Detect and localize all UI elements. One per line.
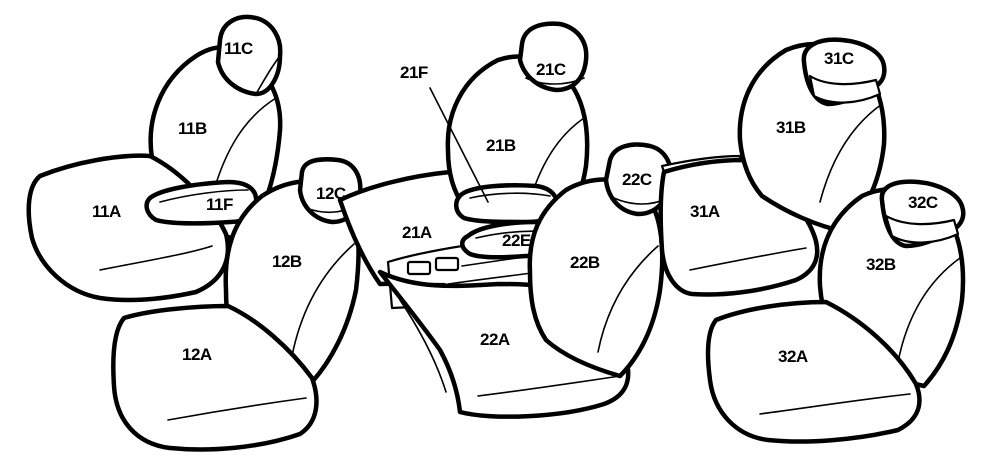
seat-22-backrest (527, 177, 665, 379)
cupholder-2 (434, 256, 460, 272)
label-32b: 32B (866, 255, 896, 274)
label-21a: 21A (402, 223, 432, 242)
seat-31 (658, 37, 887, 297)
label-31c: 31C (824, 49, 854, 68)
label-22e: 22E (502, 231, 531, 250)
seat-12 (111, 157, 363, 452)
label-12a: 12A (182, 345, 212, 364)
label-22b: 22B (570, 253, 600, 272)
cupholder-1 (406, 260, 432, 276)
label-21f: 21F (400, 63, 428, 82)
label-11c: 11C (224, 39, 253, 58)
label-31a: 31A (690, 202, 720, 221)
label-21c: 21C (536, 60, 566, 79)
labels: 11C 11B 11A 11F 12C 12B 12A 21F 21C 21B … (92, 39, 938, 366)
label-32c: 32C (908, 193, 938, 212)
seat-11 (26, 14, 283, 303)
label-12b: 12B (272, 252, 302, 271)
label-11b: 11B (178, 119, 207, 138)
seat-22 (377, 142, 674, 419)
seat-12-cushion (111, 303, 319, 452)
label-22c: 22C (622, 170, 652, 189)
label-21b: 21B (486, 136, 516, 155)
seat-21-armrest-pointer (429, 87, 489, 203)
label-22a: 22A (480, 330, 510, 349)
label-31b: 31B (776, 118, 806, 137)
seat-32-cushion (705, 299, 922, 444)
seat-32 (705, 179, 966, 444)
label-12c: 12C (316, 184, 346, 203)
label-32a: 32A (778, 347, 808, 366)
seat-21-headrest (517, 21, 589, 93)
label-11f: 11F (206, 195, 233, 214)
label-11a: 11A (92, 202, 121, 221)
